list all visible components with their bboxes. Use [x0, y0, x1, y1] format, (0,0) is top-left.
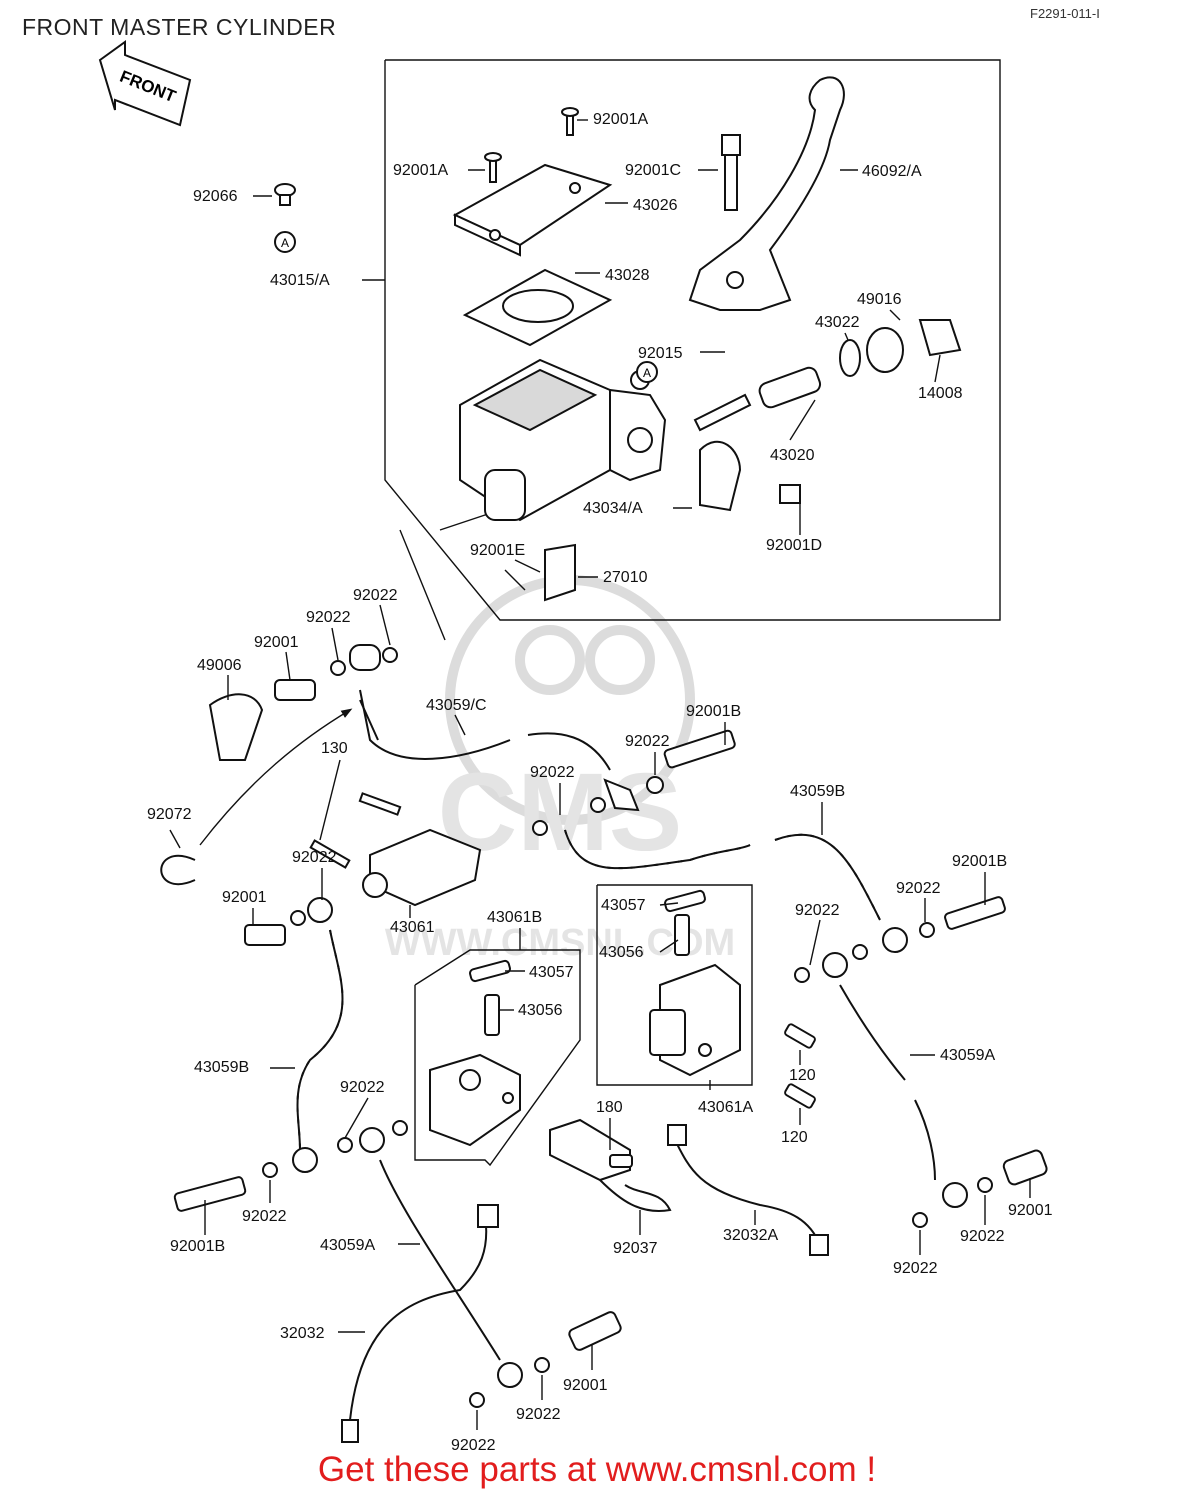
part-number-label: 43034/A — [583, 500, 643, 517]
leader-line — [331, 627, 339, 661]
washers-and-bolts — [173, 889, 1048, 1408]
part-number-label: 92001B — [170, 1238, 225, 1255]
part-number-label: 92022 — [292, 849, 337, 866]
part-number-label: 32032 — [280, 1325, 325, 1342]
part-number-label: 92001A — [393, 162, 448, 179]
leader-line — [934, 354, 941, 383]
part-number-label: 43028 — [605, 267, 650, 284]
retaining-clip — [160, 708, 353, 886]
part-number-label: 27010 — [603, 569, 648, 586]
leader-line — [454, 714, 466, 736]
front-arrow-badge: FRONT — [98, 40, 192, 127]
part-number-label: 92022 — [960, 1228, 1005, 1245]
leader-line — [514, 559, 541, 573]
part-number-label: 92001 — [222, 889, 267, 906]
part-number-label: 49016 — [857, 291, 902, 308]
part-number-label: 49006 — [197, 657, 242, 674]
part-number-label: 92022 — [896, 880, 941, 897]
leader-line — [319, 759, 341, 841]
valve-43061b — [414, 949, 581, 1167]
leader-line — [344, 1097, 369, 1139]
leader-line — [844, 332, 849, 341]
part-number-label: 43059B — [790, 783, 845, 800]
leader-line — [889, 309, 901, 321]
part-number-label: 180 — [596, 1099, 623, 1116]
part-number-label: 92001B — [686, 703, 741, 720]
part-number-label: 92001B — [952, 853, 1007, 870]
part-number-label: 92022 — [340, 1079, 385, 1096]
part-number-label: 43059B — [194, 1059, 249, 1076]
part-number-label: 92022 — [625, 733, 670, 750]
diagram-code: F2291-011-I — [1030, 6, 1100, 21]
part-number-label: 43057 — [601, 897, 646, 914]
piston-assembly — [504, 319, 962, 602]
part-number-label: 43061A — [698, 1099, 753, 1116]
part-number-label: 120 — [781, 1129, 808, 1146]
part-number-label: 92066 — [193, 188, 238, 205]
leader-line — [169, 829, 181, 849]
pivot-bolt — [721, 134, 741, 211]
part-number-label: 46092/A — [862, 163, 922, 180]
part-number-label: 43061B — [487, 909, 542, 926]
master-cylinder-body — [459, 358, 667, 522]
part-number-label: 92001 — [563, 1377, 608, 1394]
part-number-label: 92022 — [893, 1260, 938, 1277]
part-number-label: 92001 — [1008, 1202, 1053, 1219]
part-number-label: 43059/C — [426, 697, 487, 714]
part-number-label: 43059A — [320, 1237, 375, 1254]
part-number-label: 92037 — [613, 1240, 658, 1257]
leader-line — [285, 651, 291, 681]
leader-line — [789, 399, 816, 441]
part-number-label: 43026 — [633, 197, 678, 214]
part-number-label: 92022 — [516, 1406, 561, 1423]
part-number-label: 43059A — [940, 1047, 995, 1064]
part-number-label: 14008 — [918, 385, 963, 402]
part-number-label: 43061 — [390, 919, 435, 936]
part-number-label: 92015 — [638, 345, 683, 362]
screw — [274, 107, 579, 206]
brake-hoses — [292, 829, 968, 1443]
ref-marker-a: A A — [274, 231, 658, 383]
mounting-bracket — [549, 1118, 672, 1212]
valve-43061a — [596, 884, 753, 1086]
part-number-label: 92001E — [470, 542, 525, 559]
leader-line — [809, 919, 821, 966]
part-number-label: 92022 — [242, 1208, 287, 1225]
part-number-label: 92001D — [766, 537, 822, 554]
reservoir-cap — [452, 163, 613, 257]
diaphragm — [462, 268, 613, 347]
part-number-label: 92022 — [795, 902, 840, 919]
part-number-label: 92072 — [147, 806, 192, 823]
svg-text:A: A — [281, 236, 289, 250]
part-number-label: 92001 — [254, 634, 299, 651]
part-number-label: 92022 — [530, 764, 575, 781]
part-number-label: 120 — [789, 1067, 816, 1084]
part-number-label: 32032A — [723, 1227, 778, 1244]
part-number-label: 43056 — [599, 944, 644, 961]
part-number-label: 92022 — [306, 609, 351, 626]
part-number-label: 43056 — [518, 1002, 563, 1019]
leader-line — [659, 939, 679, 953]
page-title: FRONT MASTER CYLINDER — [22, 14, 337, 40]
banjo-fittings — [208, 644, 736, 812]
leader-line — [659, 902, 679, 906]
part-number-label: 92022 — [353, 587, 398, 604]
part-number-label: 92022 — [451, 1437, 496, 1454]
junction-valve — [309, 792, 606, 907]
part-number-label: 92001A — [593, 111, 648, 128]
part-number-label: 43022 — [815, 314, 860, 331]
part-number-label: 130 — [321, 740, 348, 757]
part-number-label: 43015/A — [270, 272, 330, 289]
svg-text:A: A — [643, 366, 651, 380]
footer-cta: Get these parts at www.cmsnl.com ! — [317, 1450, 877, 1489]
brake-lever — [688, 76, 845, 311]
part-number-label: 43020 — [770, 447, 815, 464]
part-number-label: 92001C — [625, 162, 681, 179]
leader-line — [379, 604, 391, 646]
part-number-label: 43057 — [529, 964, 574, 981]
